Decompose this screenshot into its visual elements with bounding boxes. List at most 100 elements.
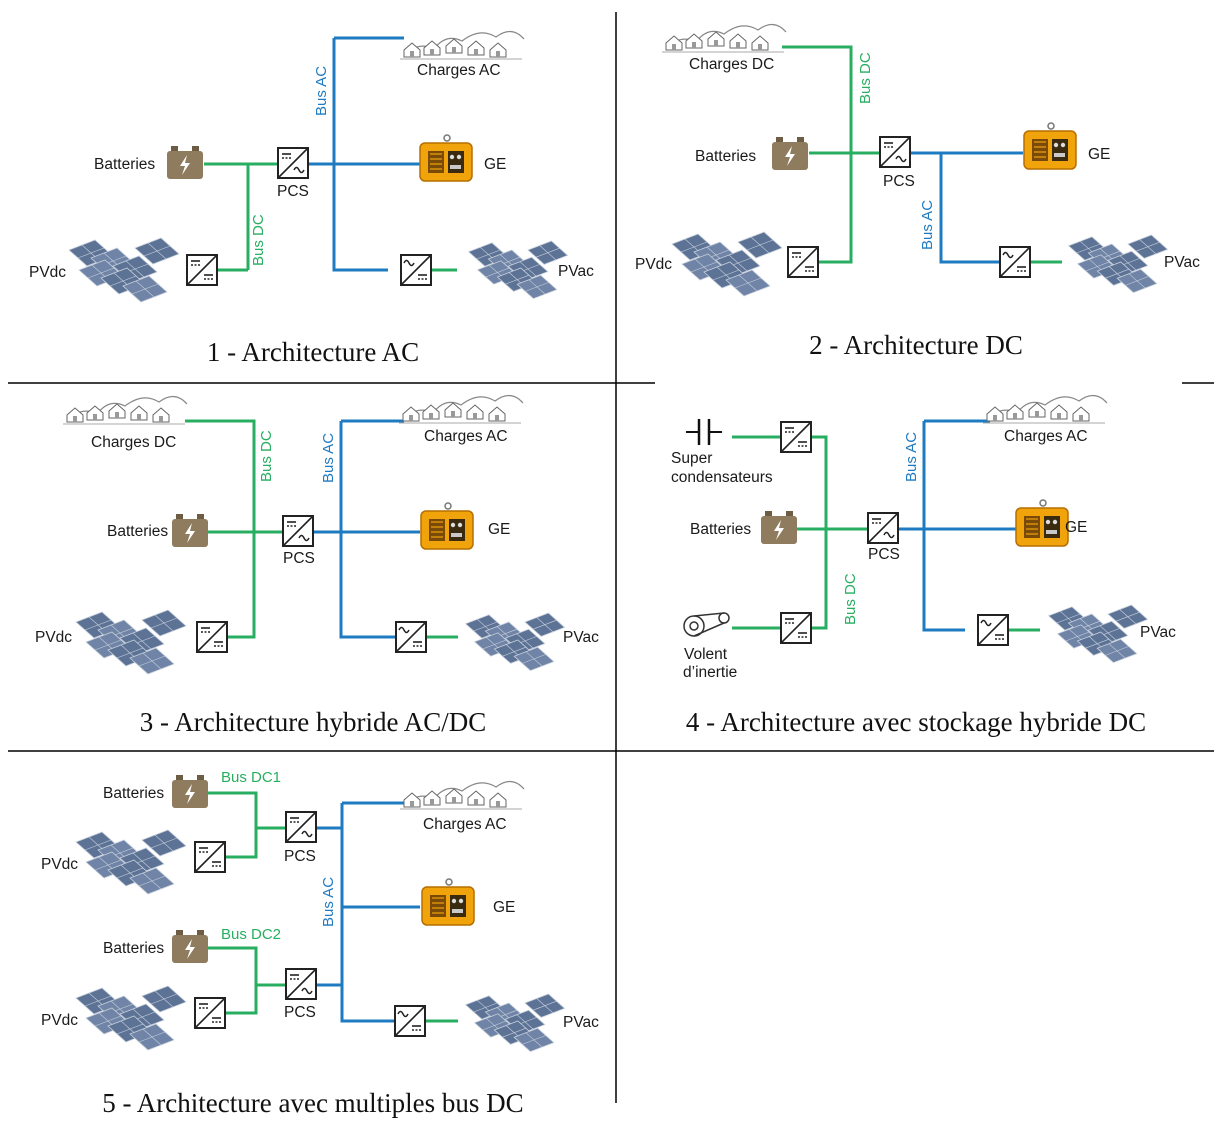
p2-pv-dc-icon [671,231,783,297]
p4-label-inertie: d’inertie [683,664,738,681]
p2-label-bus-dc: Bus DC [857,52,874,104]
p4-cap-converter-icon [780,421,812,453]
p5-ac-bus [340,803,396,1023]
p2-label-ge: GE [1088,146,1111,163]
p2-pcs-icon [879,136,911,168]
p4-label-volent: Volent [684,646,728,663]
p5-caption: 5 - Architecture avec multiples bus DC [102,1088,524,1118]
p5-label-pcs-1: PCS [284,848,316,865]
p4-supercapacitor-icon [686,419,722,445]
p1-pv-dc-icon [68,237,180,303]
p4-label-condensateurs: condensateurs [671,469,773,486]
p2-caption: 2 - Architecture DC [809,330,1023,360]
p2-label-pvac: PVac [1164,254,1200,271]
p3-dc-bus [185,419,256,639]
p3-dc-loads-icon [63,395,188,425]
p1-label-pvdc: PVdc [29,264,67,281]
p3-label-batteries: Batteries [107,523,169,540]
p2-ac-bus [939,153,1000,264]
p5-battery-1-icon [172,775,208,808]
p1-caption: 1 - Architecture AC [206,337,420,367]
p5-pvdc-converter-1-icon [194,841,226,873]
p5-pv-dc-1-icon [75,829,187,895]
p5-label-charges-ac: Charges AC [423,816,507,833]
p3-pv-ac-icon [464,612,566,672]
p3-label-bus-dc: Bus DC [258,430,275,482]
p4-label-charges-ac: Charges AC [1004,428,1088,445]
p5-pcs-2-icon [285,968,317,1000]
p3-label-pvdc: PVdc [35,629,73,646]
p4-generator-icon [1015,499,1069,547]
p2-dc-loads-icon [662,23,787,53]
p4-ac-loads-icon [983,394,1108,424]
p5-dc-bus-1 [207,791,258,859]
p4-ac-bus [922,421,965,632]
p3-ac-loads-icon [399,394,524,424]
p4-label-ge: GE [1065,519,1088,536]
p1-pvdc-converter-icon [186,254,218,286]
p3-label-pcs: PCS [283,550,315,567]
p2-pvac-converter-icon [999,246,1031,278]
p1-ac-loads-icon [400,30,525,60]
p4-flywheel-converter-icon [780,612,812,644]
p1-label-ge: GE [484,156,507,173]
p4-caption: 4 - Architecture avec stockage hybride D… [685,707,1147,737]
p5-pcs-1-icon [285,811,317,843]
p1-generator-icon [419,134,473,182]
p1-label-pvac: PVac [558,263,594,280]
p5-pv-dc-2-icon [75,985,187,1051]
p4-label-bus-dc: Bus DC [842,573,859,625]
p5-pv-ac-icon [464,993,566,1053]
p1-label-pcs: PCS [277,183,309,200]
p2-battery-icon [772,137,808,170]
p1-label-bus-dc: Bus DC [250,214,267,266]
p3-pcs-icon [282,515,314,547]
p4-pcs-icon [867,512,899,544]
p3-label-charges-ac: Charges AC [424,428,508,445]
p4-label-pcs: PCS [868,546,900,563]
p2-label-batteries: Batteries [695,148,757,165]
p4-label-super: Super [671,450,713,467]
p3-label-bus-ac: Bus AC [320,432,337,483]
p3-label-ge: GE [488,521,511,538]
p2-label-bus-ac: Bus AC [919,199,936,250]
p1-pcs-icon [277,147,309,179]
p1-pvac-converter-icon [400,254,432,286]
p3-label-pvac: PVac [563,629,599,646]
p1-battery-icon [167,146,203,179]
p3-label-charges-dc: Charges DC [91,434,177,451]
p3-pvdc-converter-icon [196,621,228,653]
p1-label-batteries: Batteries [94,156,156,173]
p3-generator-icon [420,502,474,550]
p3-pvac-converter-icon [395,621,427,653]
p5-pvac-converter-icon [394,1005,426,1037]
p5-label-batteries-2: Batteries [103,940,165,957]
p4-pv-ac-icon [1047,604,1149,664]
p5-label-pvdc-2: PVdc [41,1012,79,1029]
p5-label-pcs-2: PCS [284,1004,316,1021]
p2-pv-ac-icon [1067,234,1169,294]
p2-label-pvdc: PVdc [635,256,673,273]
p1-label-bus-ac: Bus AC [313,65,330,116]
p1-pv-ac-icon [467,240,569,300]
p5-label-bus-dc2: Bus DC2 [221,926,282,943]
p3-pv-dc-icon [75,609,187,675]
p5-generator-icon [421,878,475,926]
p1-label-charges-ac: Charges AC [417,62,501,79]
p4-pvac-converter-icon [977,614,1009,646]
p3-caption: 3 - Architecture hybride AC/DC [139,707,487,737]
p4-battery-icon [761,511,797,544]
p1-ac-bus [332,38,388,272]
p2-label-pcs: PCS [883,173,915,190]
p5-label-pvdc-1: PVdc [41,856,79,873]
p5-pvdc-converter-2-icon [194,997,226,1029]
p2-generator-icon [1023,122,1077,170]
p4-flywheel-icon [683,612,730,637]
p2-label-charges-dc: Charges DC [689,56,775,73]
p3-battery-icon [172,514,208,547]
p5-label-bus-dc1: Bus DC1 [221,769,282,786]
p4-label-bus-ac: Bus AC [903,431,920,482]
p4-label-pvac: PVac [1140,624,1176,641]
